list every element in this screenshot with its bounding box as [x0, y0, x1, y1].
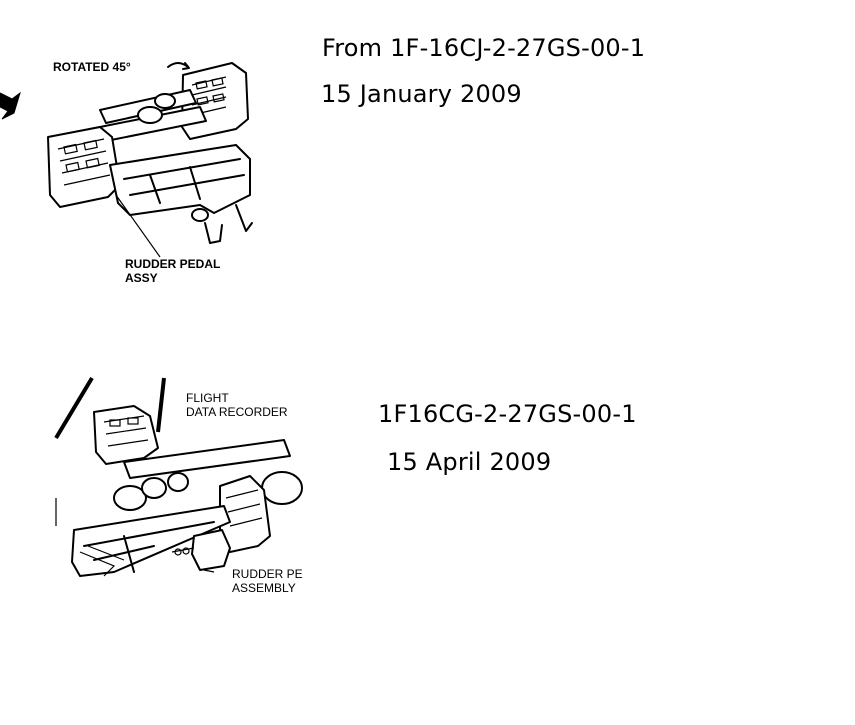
rudder-pedal-assy-label: RUDDER PEDAL ASSY — [125, 257, 220, 285]
rudder-pedal-assy-line2: ASSY — [125, 271, 158, 285]
rudder-pedal-drawing-1 — [0, 62, 253, 258]
assembly-line1: RUDDER PE — [232, 567, 303, 581]
rudder-pedal-drawing-2 — [54, 376, 303, 577]
figure1-date-caption: 15 January 2009 — [321, 80, 522, 108]
direction-arrow-icon — [0, 91, 21, 120]
figure2-date-caption: 15 April 2009 — [387, 448, 552, 476]
fdr-line2: DATA RECORDER — [186, 405, 288, 419]
flight-data-recorder-label: FLIGHT DATA RECORDER — [186, 391, 288, 419]
figure2-source-caption: 1F16CG-2-27GS-00-1 — [378, 400, 637, 428]
figure1-source-caption: From 1F-16CJ-2-27GS-00-1 — [322, 34, 646, 62]
rotated-label: ROTATED 45° — [53, 60, 131, 74]
rudder-pedal-assy-line1: RUDDER PEDAL — [125, 257, 221, 271]
rudder-pedal-assembly-label: RUDDER PE ASSEMBLY — [232, 567, 303, 595]
assembly-line2: ASSEMBLY — [232, 581, 296, 595]
fdr-line1: FLIGHT — [186, 391, 229, 405]
